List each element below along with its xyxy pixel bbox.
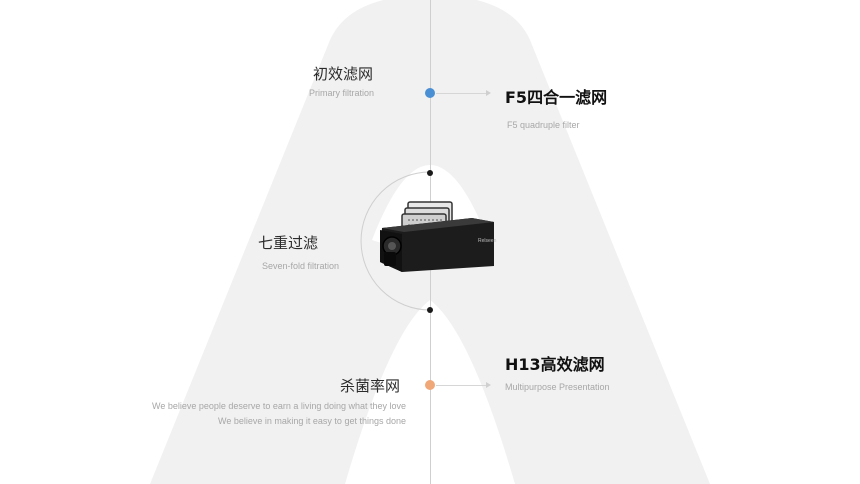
h13-filter-subtitle: Multipurpose Presentation bbox=[505, 382, 610, 392]
device-brand-label: Relseen bbox=[478, 238, 497, 244]
arrow-icon bbox=[486, 382, 491, 388]
f5-filter-title: F5四合一滤网 bbox=[505, 88, 608, 107]
seven-fold-subtitle: Seven-fold filtration bbox=[262, 261, 340, 271]
h13-filter-title: H13高效滤网 bbox=[505, 355, 605, 374]
black-dot-top bbox=[427, 170, 433, 176]
sterilization-line-2: We believe in making it easy to get thin… bbox=[218, 416, 406, 426]
fan-icon bbox=[382, 236, 402, 266]
primary-filtration-subtitle: Primary filtration bbox=[309, 88, 375, 98]
sterilization-line-1: We believe people deserve to earn a livi… bbox=[152, 401, 406, 411]
connector-f5 bbox=[436, 90, 491, 96]
arrow-icon bbox=[486, 90, 491, 96]
black-dot-bottom bbox=[427, 307, 433, 313]
connector-h13 bbox=[436, 382, 491, 388]
f5-filter-subtitle: F5 quadruple filter bbox=[507, 120, 580, 130]
orange-dot bbox=[425, 380, 435, 390]
seven-fold-title: 七重过滤 bbox=[258, 234, 319, 252]
blue-dot bbox=[425, 88, 435, 98]
primary-filtration-title: 初效滤网 bbox=[313, 65, 374, 83]
air-purifier-device-image: Relseen bbox=[380, 201, 497, 272]
sterilization-title: 杀菌率网 bbox=[340, 377, 401, 395]
